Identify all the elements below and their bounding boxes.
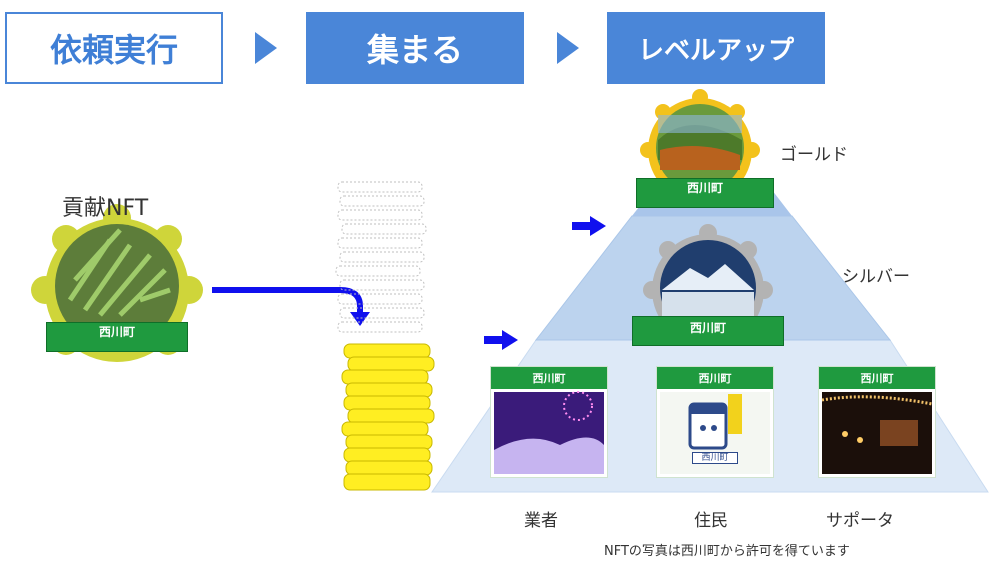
silver-badge-ribbon: 西川町 (632, 316, 784, 346)
supporter-card: 西川町 (818, 366, 936, 478)
step-gather: 集まる (306, 12, 524, 84)
card-header: 西川町 (491, 367, 607, 389)
flow-arrow-icon (212, 287, 363, 316)
tier-vendor-label: 業者 (524, 511, 558, 531)
contribution-nft-label: 貢献NFT (62, 196, 149, 221)
level-arrow-icon (484, 216, 606, 350)
gold-badge-icon (640, 89, 760, 202)
ribbon-town-name: 西川町 (689, 321, 726, 335)
ribbon-town-name: 西川町 (98, 325, 135, 339)
card-header: 西川町 (657, 367, 773, 389)
vendor-card: 西川町 (490, 366, 608, 478)
coin-stack-icon (341, 343, 435, 491)
card-header: 西川町 (819, 367, 935, 389)
step-level-up: レベルアップ (607, 12, 825, 84)
step-arrow-icon (255, 32, 277, 64)
photo-permission-note: NFTの写真は西川町から許可を得ています (604, 544, 850, 559)
resident-sign: 西川町 (692, 452, 738, 464)
step-request: 依頼実行 (5, 12, 223, 84)
tier-resident-label: 住民 (694, 511, 728, 531)
gold-level-label: ゴールド (780, 145, 848, 165)
step-arrow-icon (557, 32, 579, 64)
tier-supporter-label: サポータ (826, 511, 894, 531)
ribbon-town-name: 西川町 (686, 181, 723, 195)
gold-badge-ribbon: 西川町 (636, 178, 774, 208)
faded-coin-stack (335, 181, 427, 333)
contribution-badge-ribbon: 西川町 (46, 322, 188, 352)
silver-level-label: シルバー (842, 267, 910, 287)
